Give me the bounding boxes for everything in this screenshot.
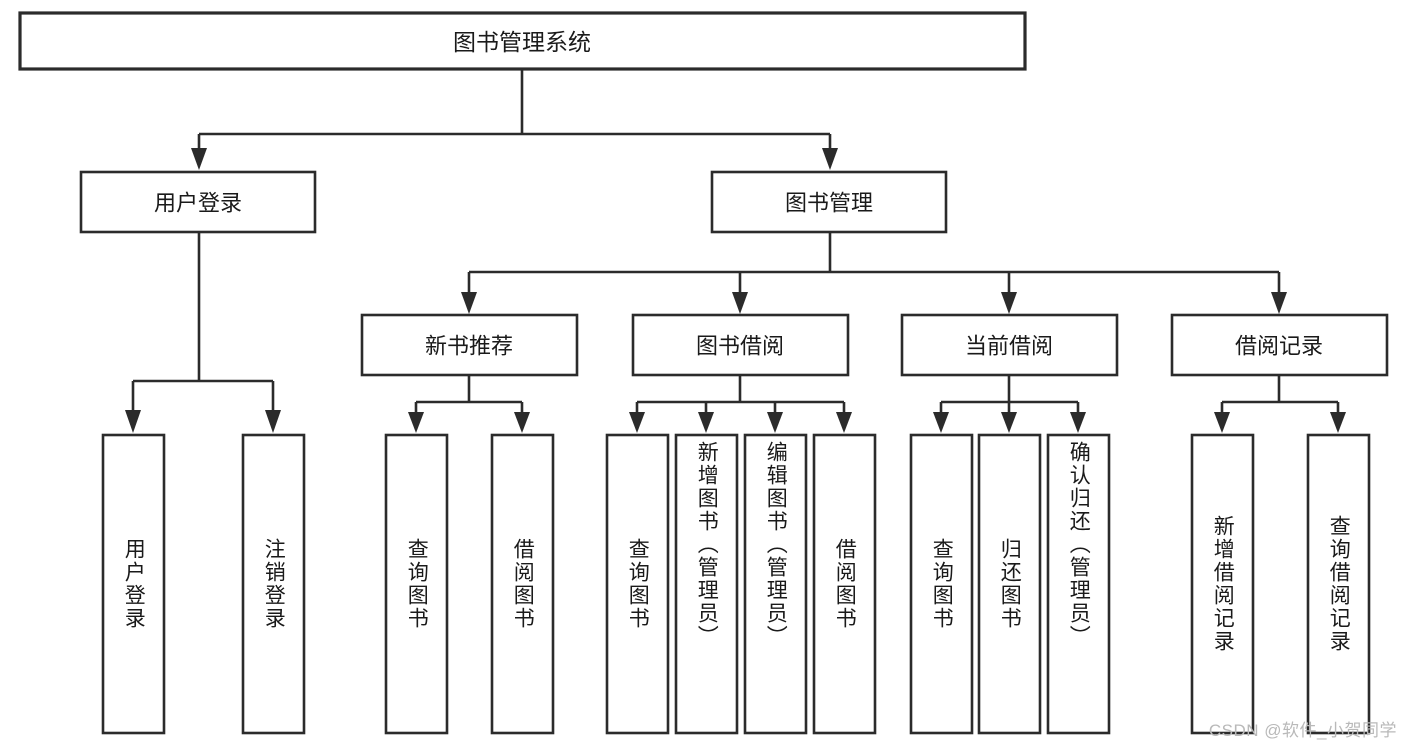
leaf-box-return-book[interactable]	[977, 433, 1042, 735]
arrow-head-bookborrow-3	[767, 412, 783, 433]
arrow-head-bookmanage-3	[1001, 292, 1017, 314]
node-book-borrow-box	[631, 313, 850, 377]
connector-group-current-borrow	[933, 375, 1086, 433]
node-user-login[interactable]: 用户登录	[79, 170, 317, 234]
node-borrow-record-box	[1170, 313, 1389, 377]
leaf-box-query-book-c[interactable]	[909, 433, 974, 735]
leaf-box-add-book-admin[interactable]	[674, 433, 739, 735]
arrow-head-bookborrow-4	[836, 412, 852, 433]
node-new-book-recommend-label: 新书推荐	[425, 334, 513, 359]
arrow-head-borrowrecord-2	[1330, 412, 1346, 433]
leaf-box-query-book-b[interactable]	[605, 433, 670, 735]
node-new-book-recommend[interactable]: 新书推荐	[360, 313, 579, 377]
node-book-manage[interactable]: 图书管理	[710, 170, 948, 234]
arrow-head-borrowrecord-1	[1214, 412, 1230, 433]
node-new-book-recommend-box	[360, 313, 579, 377]
leaf-box-borrow-book-a[interactable]	[490, 433, 555, 735]
arrow-head-currentborrow-2	[1001, 412, 1017, 433]
connector-group-new-book	[408, 375, 530, 433]
leaf-box-borrow-book-b[interactable]	[812, 433, 877, 735]
arrow-head-root-1	[191, 148, 207, 170]
node-current-borrow[interactable]: 当前借阅	[900, 313, 1119, 377]
arrow-head-root-2	[822, 148, 838, 170]
connector-group-root	[191, 69, 838, 170]
node-user-login-label: 用户登录	[154, 191, 242, 216]
connector-group-book-borrow	[629, 375, 852, 433]
arrow-head-currentborrow-1	[933, 412, 949, 433]
node-root-label: 图书管理系统	[453, 29, 591, 55]
arrow-head-userlogin-2	[265, 410, 281, 433]
connector-group-user-login	[125, 232, 281, 433]
node-current-borrow-box	[900, 313, 1119, 377]
arrow-head-bookborrow-2	[698, 412, 714, 433]
node-root-book-system[interactable]: 图书管理系统	[18, 11, 1027, 71]
node-current-borrow-label: 当前借阅	[965, 334, 1053, 359]
node-book-manage-label: 图书管理	[785, 191, 873, 216]
leaf-box-confirm-return-admin[interactable]	[1046, 433, 1111, 735]
arrow-head-bookmanage-4	[1271, 292, 1287, 314]
arrow-head-bookborrow-1	[629, 412, 645, 433]
arrow-head-userlogin-1	[125, 410, 141, 433]
arrow-head-bookmanage-1	[461, 292, 477, 314]
leaf-box-edit-book-admin[interactable]	[743, 433, 808, 735]
arrow-head-newbook-1	[408, 412, 424, 433]
node-borrow-record-label: 借阅记录	[1235, 334, 1323, 359]
arrow-head-currentborrow-3	[1070, 412, 1086, 433]
node-root-box	[18, 11, 1027, 71]
node-book-manage-box	[710, 170, 948, 234]
leaf-boxes	[101, 433, 1371, 735]
arrow-head-bookmanage-2	[732, 292, 748, 314]
leaf-box-user-login[interactable]	[101, 433, 166, 735]
node-book-borrow[interactable]: 图书借阅	[631, 313, 850, 377]
leaf-box-logout[interactable]	[241, 433, 306, 735]
node-user-login-box	[79, 170, 317, 234]
connector-group-book-manage	[461, 232, 1287, 314]
arrow-head-newbook-2	[514, 412, 530, 433]
leaf-box-add-borrow-record[interactable]	[1190, 433, 1255, 735]
leaf-box-query-borrow-record[interactable]	[1306, 433, 1371, 735]
connector-group-borrow-record	[1214, 375, 1346, 433]
node-borrow-record[interactable]: 借阅记录	[1170, 313, 1389, 377]
leaf-box-query-book-a[interactable]	[384, 433, 449, 735]
node-book-borrow-label: 图书借阅	[696, 334, 784, 359]
